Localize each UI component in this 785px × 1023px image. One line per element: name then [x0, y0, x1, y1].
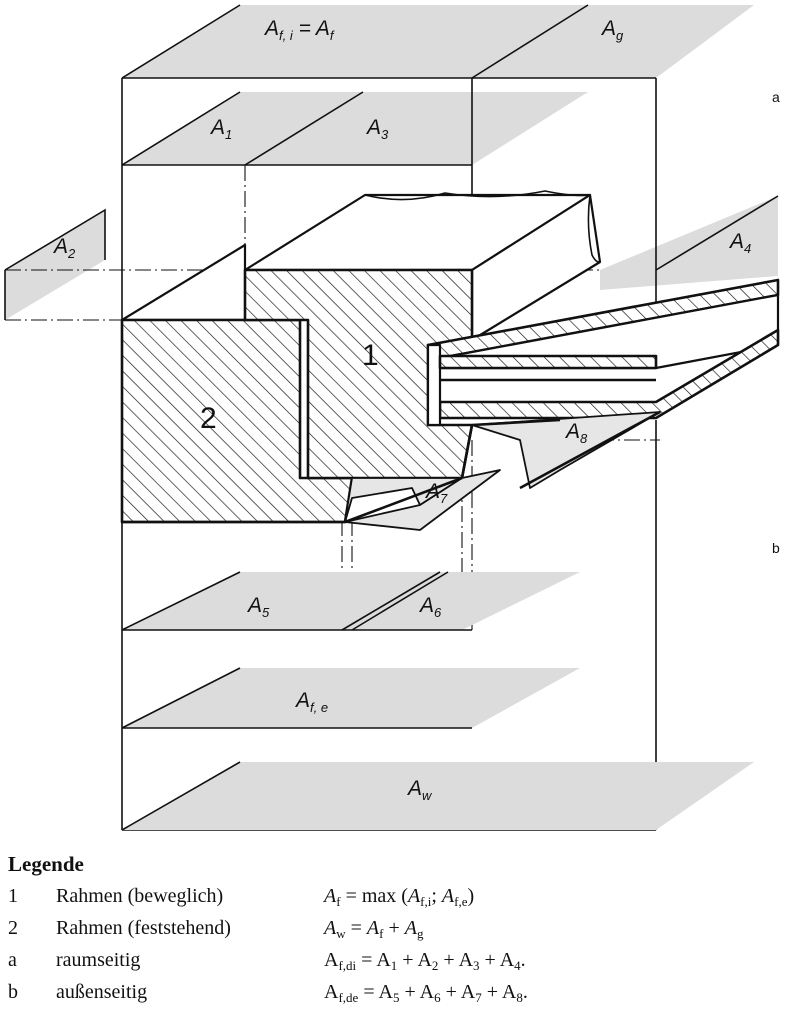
part-number-1: 1	[362, 339, 379, 372]
label-ag: Ag	[600, 17, 624, 43]
legend-row: 1 Rahmen (beweglich) Af = max (Af,i; Af,e)	[8, 880, 778, 912]
label-a4: A4	[728, 230, 751, 256]
label-af-e: Af, e	[294, 689, 328, 715]
legend-rows: 1 Rahmen (beweglich) Af = max (Af,i; Af,e)…	[8, 880, 778, 1008]
label-a1: A1	[209, 116, 232, 142]
side-label-outside: b	[772, 540, 780, 556]
aw-projection-plane	[121, 761, 754, 831]
legend-key: 2	[8, 917, 18, 939]
label-a3: A3	[365, 116, 389, 142]
legend-formula: Aw = Af + Ag	[324, 917, 424, 941]
legend: Legende 1 Rahmen (beweglich) Af = max (Af,…	[8, 848, 778, 1008]
a2-projection-plane	[4, 208, 106, 320]
legend-formula: Af = max (Af,i; Af,e)	[324, 885, 475, 909]
label-a8: A8	[564, 420, 588, 446]
outer-sills	[122, 410, 661, 531]
label-a7: A7	[424, 480, 448, 506]
label-a5: A5	[246, 594, 270, 620]
legend-formula: Af,de = A5 + A6 + A7 + A8.	[324, 981, 528, 1005]
label-a6: A6	[418, 594, 442, 620]
top-projection-plane	[121, 4, 754, 79]
legend-description: Rahmen (feststehend)	[56, 917, 231, 939]
a4-projection-plane	[600, 195, 779, 290]
legend-key: b	[8, 981, 18, 1003]
part-number-2: 2	[200, 402, 217, 435]
legend-key: 1	[8, 885, 18, 907]
legend-key: a	[8, 949, 17, 971]
window-frame-area-diagram: Af, i = Af Ag A1 A3 A2 A4 A8 A7 A5 A6 Af…	[4, 4, 780, 831]
af-e-projection-plane	[121, 667, 580, 729]
legend-row: 2 Rahmen (feststehend) Aw = Af + Ag	[8, 912, 778, 944]
side-label-inside: a	[772, 89, 780, 105]
legend-description: Rahmen (beweglich)	[56, 885, 224, 907]
legend-title: Legende	[8, 852, 84, 876]
legend-formula: Af,di = A1 + A2 + A3 + A4.	[324, 949, 526, 973]
glazing-panes	[426, 278, 780, 427]
a5-a6-projection-plane	[121, 571, 580, 631]
label-a2: A2	[52, 235, 76, 261]
label-af-i: Af, i = Af	[263, 17, 335, 43]
legend-description: außenseitig	[56, 981, 148, 1003]
legend-row: b außenseitig Af,de = A5 + A6 + A7 + A8.	[8, 976, 778, 1008]
legend-row: a raumseitig Af,di = A1 + A2 + A3 + A4.	[8, 944, 778, 976]
legend-description: raumseitig	[56, 949, 141, 971]
label-aw: Aw	[406, 777, 433, 803]
a1-a3-projection-plane	[121, 91, 588, 166]
